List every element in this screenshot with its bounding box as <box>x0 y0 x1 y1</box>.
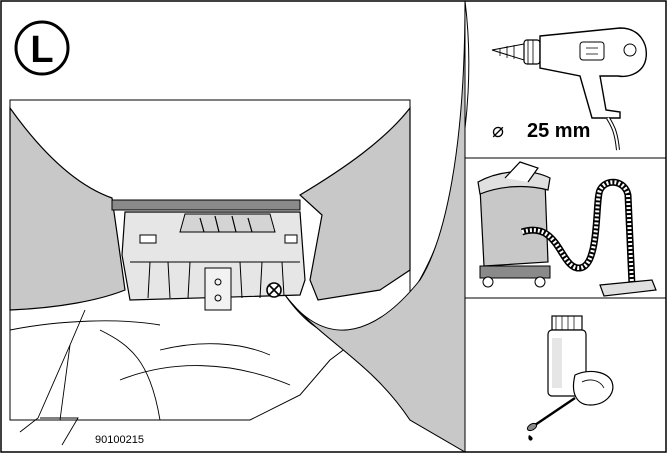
floor-line-4 <box>159 343 271 356</box>
step-letter-badge <box>14 20 70 76</box>
leader-line <box>19 344 71 433</box>
opening-edge-strip <box>111 199 301 211</box>
structure-ribs <box>147 261 285 299</box>
vacuum-cleaner-icon <box>477 161 657 297</box>
label-bracket <box>40 417 79 446</box>
floor-line-3 <box>99 329 161 421</box>
step-letter: L <box>30 29 53 71</box>
slot-right <box>284 234 298 244</box>
diameter-symbol: ⌀ <box>492 120 504 142</box>
latch-bracket <box>179 213 276 233</box>
main-illustration <box>9 99 411 446</box>
mount-hole-lower <box>214 294 222 302</box>
drill-icon <box>491 27 647 151</box>
reference-code: 90100215 <box>95 434 144 446</box>
touch-up-paint-bottle-icon <box>526 315 614 441</box>
right-trim-panel <box>298 106 411 301</box>
center-mount-plate <box>204 267 232 311</box>
mount-hole-upper <box>214 278 222 286</box>
floor-line-5 <box>119 365 291 386</box>
slot-left <box>139 234 157 244</box>
drill-size-label: 25 mm <box>527 120 590 142</box>
drill-point-marker <box>266 282 282 298</box>
latch-ribs <box>199 215 253 233</box>
floor-line-1 <box>9 320 161 331</box>
inner-structure <box>121 211 306 301</box>
zoom-callout-shading <box>284 0 466 453</box>
left-trim-panel <box>9 106 126 311</box>
